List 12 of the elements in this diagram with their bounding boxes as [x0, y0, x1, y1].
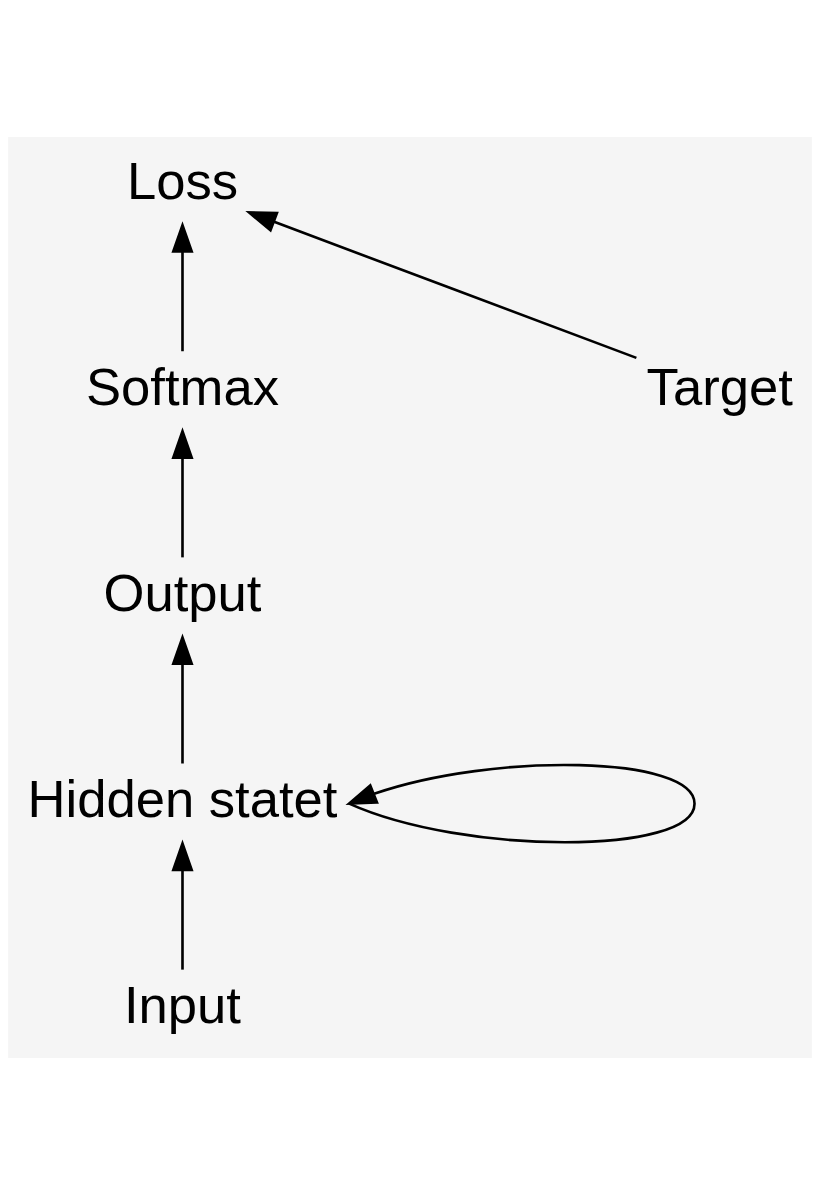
arrow [245, 211, 637, 360]
arrow [171, 633, 194, 764]
arrow [171, 839, 194, 970]
node-text: Softmax [86, 356, 279, 416]
node-text: Input [123, 975, 241, 1035]
node-text: Output [103, 563, 262, 623]
node-text: Hidden statet [27, 769, 338, 829]
node-text: Target [646, 356, 793, 416]
arrow [345, 763, 696, 844]
node-text: Loss [126, 150, 239, 210]
arrow [171, 221, 194, 352]
arrow [171, 427, 194, 558]
